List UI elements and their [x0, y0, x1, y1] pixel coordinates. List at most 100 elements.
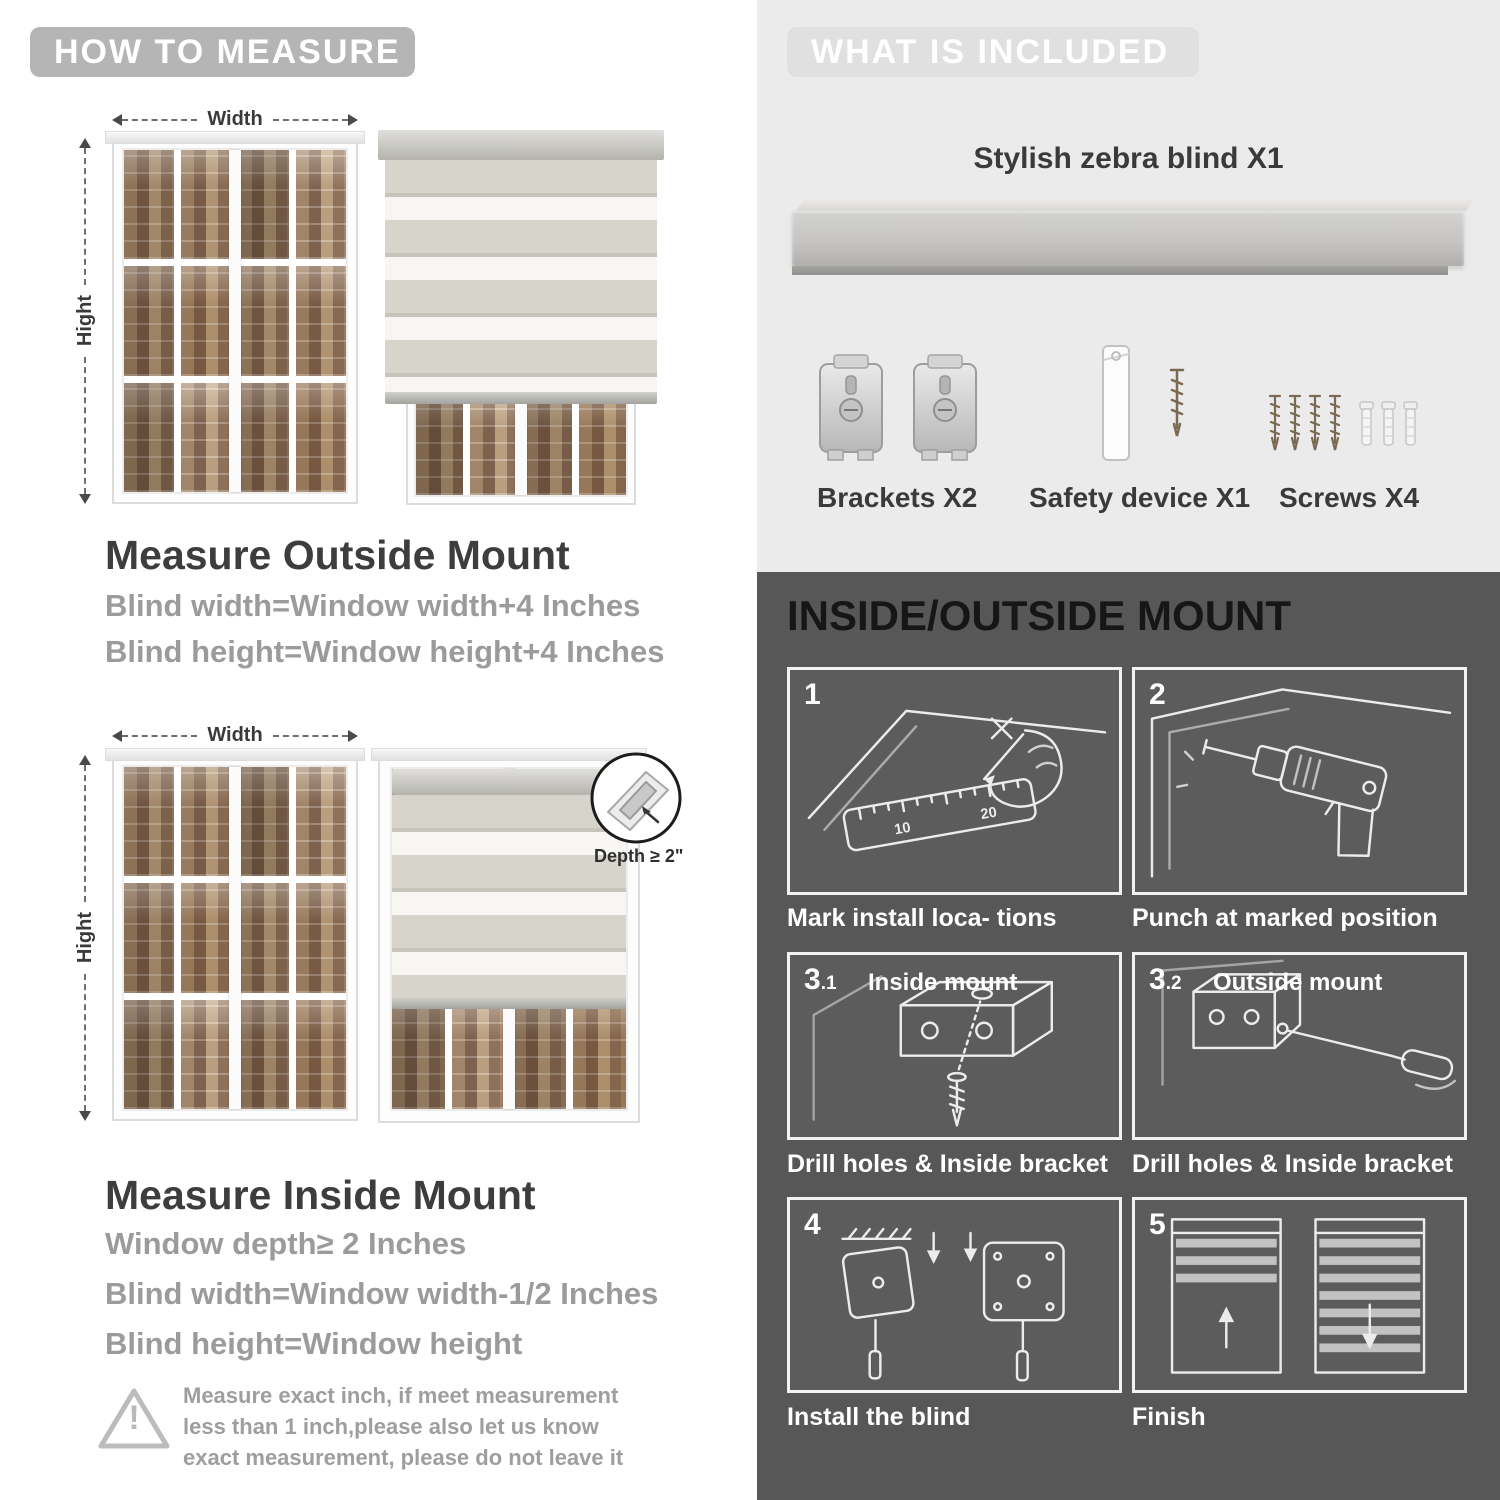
inside-mount-line: Blind height=Window height — [105, 1326, 523, 1361]
step-sub-label: Outside mount — [1213, 969, 1383, 996]
window-pane — [238, 266, 289, 376]
brackets-icon — [819, 354, 977, 461]
window-center-divider — [229, 767, 241, 1109]
outside-mount-heading: Measure Outside Mount — [105, 532, 570, 578]
step-panel-3-1: 3.1 Inside mount — [787, 952, 1122, 1140]
window-pane — [181, 266, 232, 376]
step-3-2-caption: Drill holes & Inside bracket — [1132, 1150, 1453, 1178]
step-5-caption: Finish — [1132, 1403, 1206, 1431]
how-to-measure-banner: HOW TO MEASURE — [30, 27, 415, 77]
svg-text:20: 20 — [979, 805, 998, 824]
window-pane — [452, 1000, 506, 1109]
step-number: 2 — [1149, 678, 1166, 711]
window-glass — [124, 150, 346, 492]
height-arrow: Hight — [74, 138, 96, 504]
safety-device-label: Safety device X1 — [1029, 482, 1251, 513]
window-pane — [238, 382, 289, 492]
blind-cassette — [378, 130, 664, 160]
step-number: 3.2 — [1149, 963, 1182, 996]
width-arrow: Width — [112, 108, 359, 131]
window-pane — [295, 382, 346, 492]
product-label: Stylish zebra blind X1 — [973, 142, 1284, 175]
window-pane — [392, 1000, 446, 1109]
step-number: 3.1 — [804, 963, 837, 996]
blind-bottom-rail — [385, 392, 657, 404]
step-2-caption: Punch at marked position — [1132, 904, 1438, 932]
depth-callout-label: Depth ≥ 2" — [594, 846, 684, 866]
safety-device-icon — [1102, 345, 1185, 461]
zebra-blind-headrail-icon — [792, 210, 1464, 275]
width-arrow: Width — [112, 724, 359, 747]
step-3-1-caption: Drill holes & Inside bracket — [787, 1150, 1108, 1178]
outside-mount-line: Blind width=Window width+4 Inches — [105, 588, 641, 623]
window-pane — [238, 767, 289, 877]
arrow-right-icon — [348, 729, 359, 742]
window-glass — [124, 767, 346, 1109]
arrow-down-icon — [79, 494, 91, 504]
window-center-divider — [229, 150, 241, 492]
screws-label: Screws X4 — [1279, 482, 1420, 513]
height-arrow-label: Hight — [73, 295, 96, 347]
arrow-up-icon — [79, 755, 91, 765]
step-4-caption: Install the blind — [787, 1403, 971, 1431]
window-pane — [572, 1000, 626, 1109]
warning-exclamation: ! — [128, 1399, 140, 1437]
window-pane — [470, 393, 518, 495]
window-pane — [416, 393, 464, 495]
warning-triangle-icon — [98, 1388, 170, 1449]
arrow-left-icon — [112, 113, 122, 126]
step-panel-3-2: 3.2 Outside mount — [1132, 952, 1467, 1140]
height-arrow-label: Hight — [73, 912, 96, 964]
blind-fabric — [392, 795, 626, 997]
window-pane — [524, 393, 572, 495]
zebra-blind-illustration — [378, 130, 664, 404]
zebra-blind-illustration — [392, 769, 626, 1009]
window-pane — [238, 883, 289, 993]
inside-mount-blind-figure — [371, 748, 647, 1123]
what-is-included-section: WHAT IS INCLUDED Stylish zebra blind X1 — [757, 0, 1500, 572]
blind-fabric — [385, 160, 657, 392]
arrow-left-icon — [112, 729, 122, 742]
window-pane — [295, 883, 346, 993]
window-illustration — [105, 131, 365, 504]
inside-mount-line: Window depth≥ 2 Inches — [105, 1226, 467, 1261]
mount-guide-section: INSIDE/OUTSIDE MOUNT 1 10 20 Mark ins — [757, 572, 1500, 1500]
step-1-illustration: 10 20 — [807, 709, 1107, 852]
outside-mount-line: Blind height=Window height+4 Inches — [105, 634, 665, 669]
step-3-2-illustration — [1161, 959, 1457, 1090]
window-pane — [181, 150, 232, 260]
step-5-illustration — [1170, 1218, 1426, 1374]
what-is-included-banner: WHAT IS INCLUDED — [787, 27, 1199, 77]
inside-mount-heading: Measure Inside Mount — [105, 1172, 536, 1218]
svg-text:10: 10 — [893, 820, 912, 839]
window-pane — [124, 999, 175, 1109]
window-pane — [124, 767, 175, 877]
window-pane — [295, 767, 346, 877]
warning-text: Measure exact inch, if meet measurement … — [183, 1383, 624, 1470]
step-2-illustration — [1150, 688, 1452, 878]
height-arrow: Hight — [74, 755, 96, 1121]
step-panel-1: 1 10 20 — [787, 667, 1122, 895]
window-pane — [295, 999, 346, 1109]
width-arrow-label: Width — [207, 108, 263, 130]
window-pane — [295, 150, 346, 260]
step-panel-2: 2 — [1132, 667, 1467, 895]
blind-bottom-rail — [392, 997, 626, 1009]
window-pane — [124, 883, 175, 993]
mount-guide-title: INSIDE/OUTSIDE MOUNT — [787, 592, 1292, 639]
step-sub-label: Inside mount — [868, 969, 1018, 996]
step-panel-5: 5 — [1132, 1197, 1467, 1393]
window-pane — [295, 266, 346, 376]
step-panel-4: 4 — [787, 1197, 1122, 1393]
window-pane — [181, 767, 232, 877]
outside-mount-blind-figure — [378, 130, 664, 505]
window-pane — [124, 150, 175, 260]
window-pane — [124, 382, 175, 492]
depth-detail-callout — [588, 750, 684, 846]
brackets-label: Brackets X2 — [817, 482, 978, 513]
arrow-down-icon — [79, 1111, 91, 1121]
step-number: 4 — [804, 1208, 821, 1241]
step-number: 5 — [1149, 1208, 1166, 1241]
window-pane — [238, 999, 289, 1109]
